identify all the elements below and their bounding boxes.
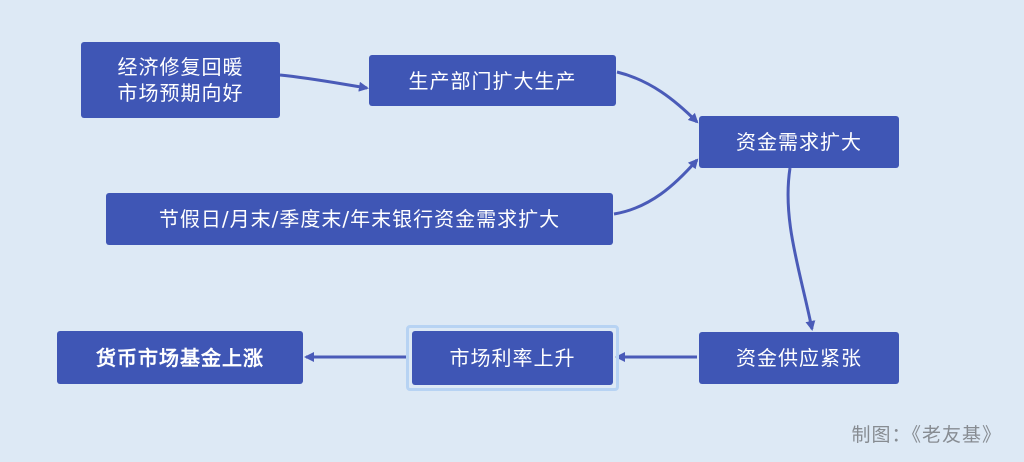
node-production-expansion: 生产部门扩大生产: [369, 55, 616, 106]
node-economy-line1: 经济修复回暖: [117, 55, 244, 79]
credit-text: 制图：《老友基》: [851, 424, 1002, 446]
arrow-holiday-to-demand: [613, 158, 699, 216]
node-market-rate-label: 市场利率上升: [449, 346, 576, 370]
node-economy-recovery: 经济修复回暖 市场预期向好: [81, 42, 280, 118]
node-capital-supply-label: 资金供应紧张: [736, 346, 862, 370]
node-capital-demand-label: 资金需求扩大: [736, 130, 862, 154]
arrow-production-to-demand: [616, 70, 699, 124]
node-capital-demand: 资金需求扩大: [699, 116, 899, 168]
node-economy-line2: 市场预期向好: [117, 81, 244, 105]
node-holiday-label: 节假日/月末/季度末/年末银行资金需求扩大: [158, 207, 561, 231]
arrow-demand-to-supply: [786, 167, 816, 331]
node-holiday-demand: 节假日/月末/季度末/年末银行资金需求扩大: [106, 193, 613, 245]
highlight-frame: [406, 325, 619, 391]
node-capital-supply: 资金供应紧张: [699, 332, 899, 384]
arrow-economy-to-production: [279, 73, 369, 92]
node-market-rate: 市场利率上升: [412, 331, 613, 385]
node-money-fund-label: 货币市场基金上涨: [96, 345, 264, 370]
node-production-label: 生产部门扩大生产: [408, 68, 577, 93]
node-money-market-fund: 货币市场基金上涨: [57, 331, 303, 384]
